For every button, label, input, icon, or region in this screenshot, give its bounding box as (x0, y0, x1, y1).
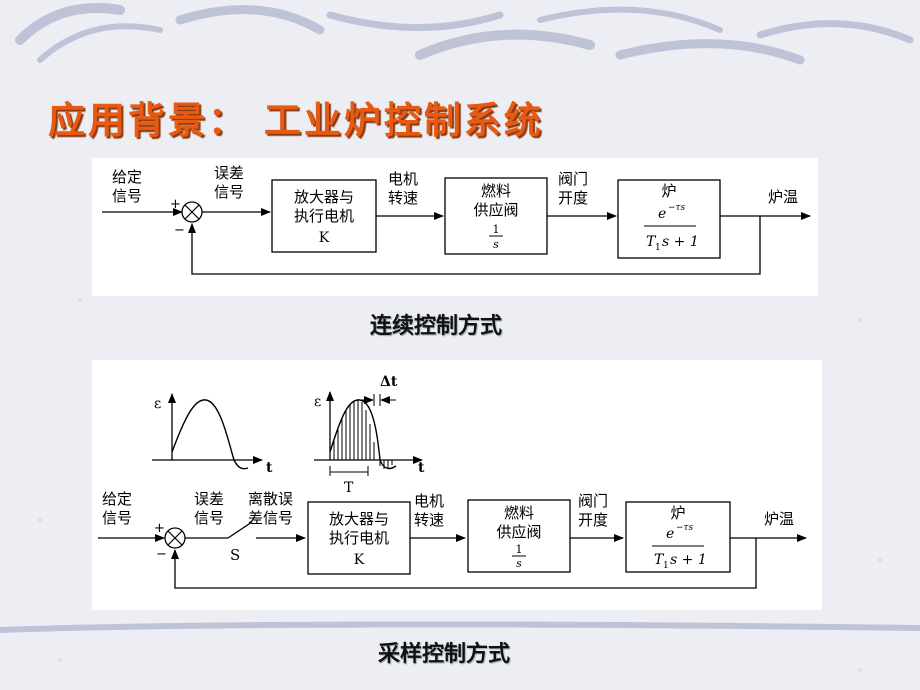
input-label-1: 给定 (112, 168, 142, 186)
continuous-block-diagram: 给定 信号 + − 误差 信号 放大器与 执行电机 K 电机 转速 燃料 供应阀… (102, 164, 811, 275)
plot1-ylabel: ε (154, 396, 161, 412)
s-furnace-tf-exp: −τs (676, 523, 694, 533)
s-furnace-tf-den-sub: 1 (663, 561, 669, 571)
output-label: 炉温 (768, 188, 798, 206)
slide-title: 应用背景： 工业炉控制系统 (48, 99, 544, 142)
s-fuel-valve-block (467, 499, 571, 573)
s-error-label-1: 误差 (194, 490, 224, 508)
plus-sign: + (170, 197, 181, 212)
s-furnace-tf-den-b: s + 1 (670, 552, 707, 568)
input-label-2: 信号 (112, 187, 142, 205)
plot1-curve (171, 399, 249, 470)
furnace-tf-num: e (658, 206, 666, 222)
error-plot-continuous: ε t (152, 393, 273, 476)
s-amp-gain: K (354, 552, 365, 568)
s-input-label-2: 信号 (102, 509, 132, 527)
s-motor-label-2: 转速 (414, 511, 444, 529)
feedback-path (188, 216, 761, 275)
plot2-ylabel: ε (314, 394, 321, 410)
s-minus-sign: − (156, 547, 167, 562)
s-summing-junction (164, 527, 186, 549)
furnace-tf-den-b: s + 1 (662, 234, 699, 250)
s-furnace-tf-num: e (666, 526, 674, 542)
fuel-frac-num: 1 (493, 223, 500, 236)
fuel-label-1: 燃料 (481, 182, 511, 200)
s-amp-label-1: 放大器与 (329, 510, 389, 528)
furnace-block (617, 179, 721, 259)
amp-label-1: 放大器与 (294, 188, 354, 206)
sampler-switch (227, 521, 253, 539)
s-fuel-frac-den: s (516, 557, 522, 570)
s-amplifier-block (307, 501, 411, 575)
error-label-1: 误差 (214, 164, 244, 182)
amp-label-2: 执行电机 (294, 207, 354, 225)
s-output-label: 炉温 (764, 510, 794, 528)
sampled-block-diagram: ε t (98, 374, 807, 589)
continuous-caption: 连续控制方式 (370, 314, 503, 339)
valve-label-2: 开度 (558, 189, 588, 207)
fuel-label-2: 供应阀 (473, 201, 518, 219)
error-label-2: 信号 (214, 183, 244, 201)
fuel-frac-den: s (493, 238, 499, 251)
s-fuel-label-1: 燃料 (504, 504, 534, 522)
plot2-curve (329, 399, 397, 470)
amplifier-block (271, 179, 377, 253)
switch-label: S (230, 546, 240, 564)
s-furnace-block (625, 501, 731, 573)
s-valve-label-1: 阀门 (578, 492, 608, 510)
continuous-diagram-panel: 给定 信号 + − 误差 信号 放大器与 执行电机 K 电机 转速 燃料 供应阀… (92, 158, 818, 296)
summing-junction (181, 201, 203, 223)
s-fuel-frac-num: 1 (516, 543, 523, 556)
texture-dots (38, 298, 882, 672)
plot1-xlabel: t (266, 460, 273, 476)
swoosh-decoration (0, 3, 920, 633)
minus-sign: − (174, 223, 185, 238)
s-furnace-tf-den-a: T (654, 552, 665, 568)
discrete-label-2: 差信号 (248, 509, 293, 527)
plot2-sample-lines (333, 400, 393, 469)
discrete-label-1: 离散误 (248, 490, 293, 508)
plot2-period-label: T (344, 480, 354, 496)
s-furnace-label: 炉 (670, 504, 685, 522)
furnace-tf-den-sub: 1 (655, 243, 661, 253)
s-plus-sign: + (154, 521, 165, 536)
s-valve-label-2: 开度 (578, 511, 608, 529)
sampled-diagram-panel: ε t (92, 360, 822, 610)
plot2-dt-label: Δt (380, 374, 398, 390)
s-input-label-1: 给定 (102, 490, 132, 508)
s-error-label-2: 信号 (194, 509, 224, 527)
furnace-label: 炉 (661, 182, 676, 200)
s-amp-label-2: 执行电机 (329, 529, 389, 547)
s-motor-label-1: 电机 (414, 492, 444, 510)
s-feedback-path (171, 538, 757, 589)
motor-label-2: 转速 (388, 189, 418, 207)
valve-label-1: 阀门 (558, 170, 588, 188)
furnace-tf-den-a: T (646, 234, 657, 250)
furnace-tf-exp: −τs (668, 203, 686, 213)
plot2-xlabel: t (418, 460, 425, 476)
error-plot-sampled: ε t Δt T (314, 374, 425, 496)
sampled-caption: 采样控制方式 (378, 642, 511, 667)
s-fuel-label-2: 供应阀 (496, 523, 541, 541)
motor-label-1: 电机 (388, 170, 418, 188)
amp-gain: K (319, 230, 330, 246)
